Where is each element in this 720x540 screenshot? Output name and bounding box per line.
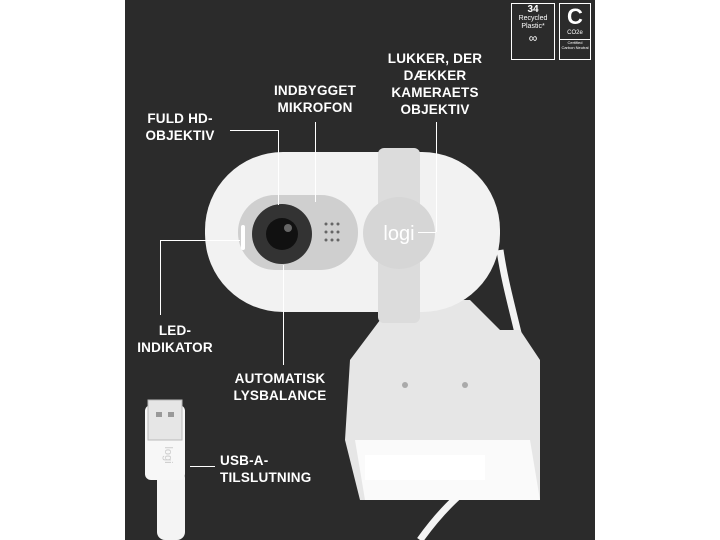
callout-microphone: INDBYGGET MIKROFON (273, 83, 357, 115)
led (241, 225, 245, 250)
recycled-plastic-badge: 34 Recycled Plastic* ∞ (511, 3, 555, 60)
callout-lens: FULD HD- OBJEKTIV (145, 111, 215, 143)
callout-privacy-shutter: LUKKER, DER DÆKKER KAMERAETS OBJEKTIV (387, 51, 483, 117)
callout-light-balance: AUTOMATISK LYSBALANCE (233, 371, 327, 403)
callout-usb: USB-A- TILSLUTNING (220, 453, 312, 485)
usb-logo: logi (162, 446, 174, 463)
logo: logi (383, 223, 414, 245)
usb-plug (157, 470, 185, 540)
microphone (324, 222, 340, 242)
carbon-neutral-badge: C CO2e Certified Carbon Neutral (559, 3, 591, 60)
recycle-icon: ∞ (528, 31, 538, 45)
callout-led: LED- INDIKATOR (137, 323, 213, 355)
